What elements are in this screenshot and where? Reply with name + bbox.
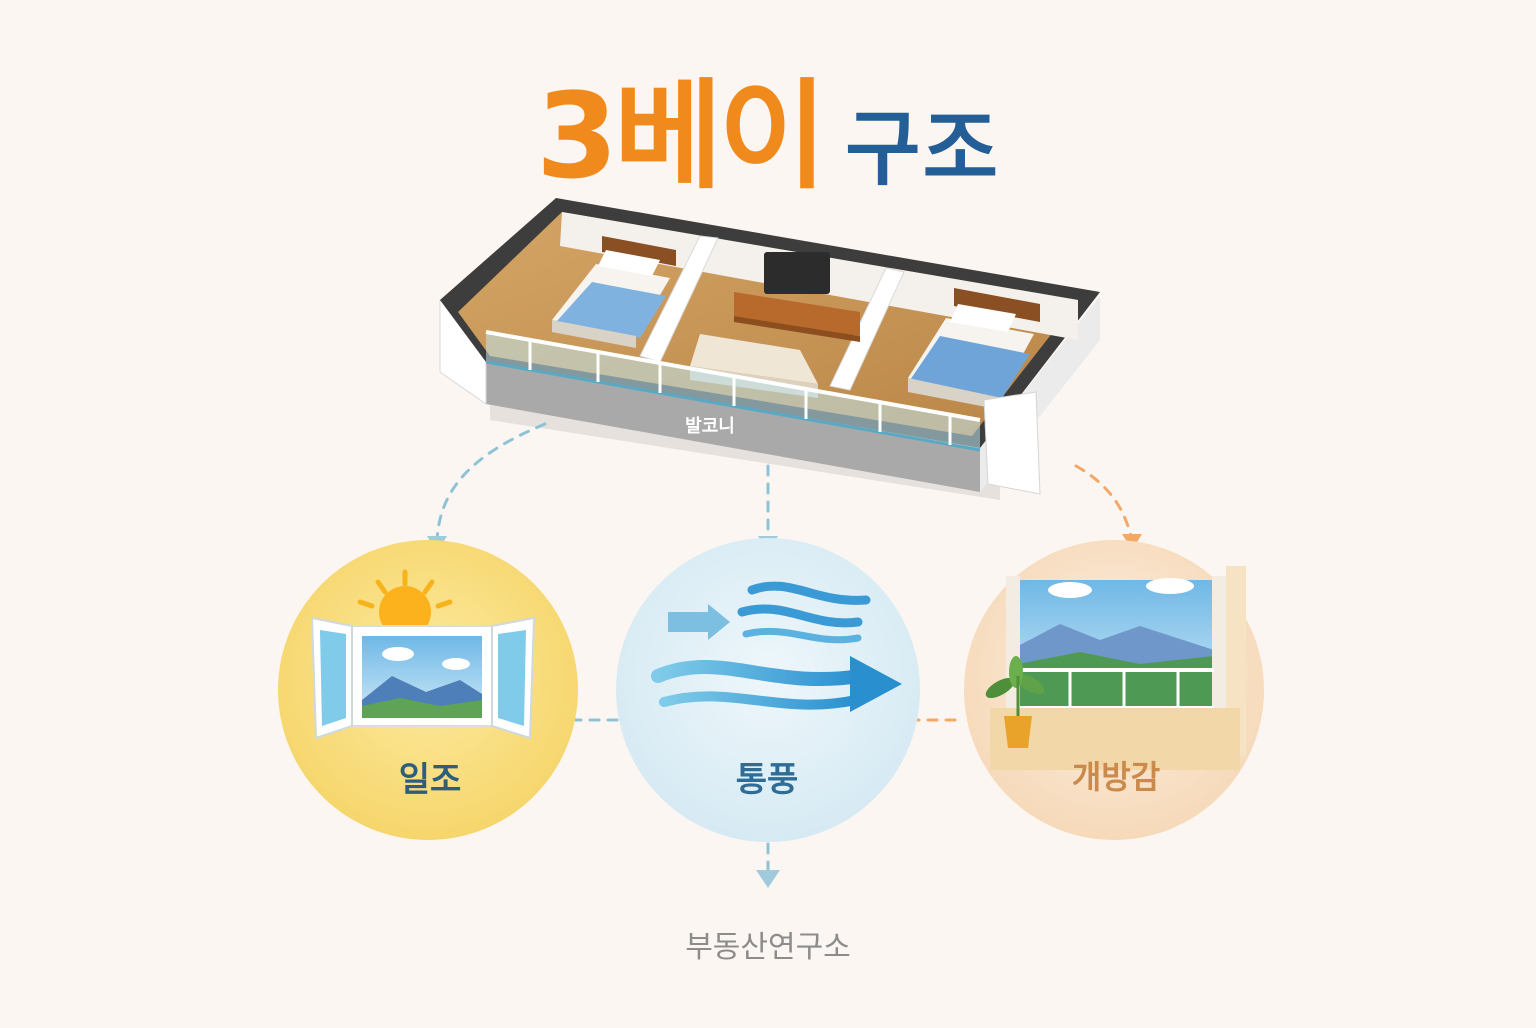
connectors bbox=[435, 422, 1134, 872]
sun-window-icon bbox=[310, 569, 536, 740]
floorplan bbox=[439, 198, 1100, 500]
partition-wall-right bbox=[829, 267, 905, 391]
benefit-openness bbox=[964, 540, 1264, 840]
open-view-icon bbox=[985, 566, 1246, 770]
bed-right bbox=[908, 288, 1040, 410]
benefit-sunlight bbox=[278, 540, 578, 840]
connector-to-openness bbox=[1074, 464, 1134, 542]
balcony-face bbox=[486, 362, 980, 492]
balcony-railing bbox=[485, 330, 981, 452]
sunlight-label: 일조 bbox=[398, 760, 462, 800]
bed-left bbox=[552, 236, 676, 348]
title-highlight: 3베이 bbox=[535, 67, 827, 205]
footer-text: 부동산연구소 bbox=[685, 930, 851, 965]
benefit-ventilation bbox=[616, 538, 920, 842]
openness-label: 개방감 bbox=[1071, 758, 1161, 796]
wind-flow-icon bbox=[651, 581, 902, 712]
arrowhead-footer bbox=[756, 870, 780, 888]
ventilation-label: 통풍 bbox=[735, 760, 799, 800]
corner-pillar bbox=[983, 391, 1041, 495]
connector-to-sunlight bbox=[435, 422, 547, 542]
balcony-label: 발코니 bbox=[685, 416, 735, 437]
title-rest: 구조 bbox=[845, 102, 1001, 197]
